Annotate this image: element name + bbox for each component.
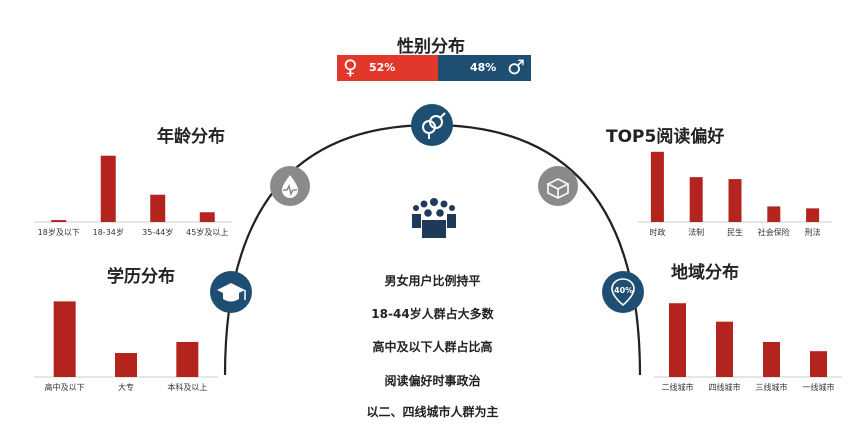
x-tick-label-0: 18岁及以下	[38, 227, 80, 237]
bar-3	[810, 351, 827, 377]
summary-line-1: 男女用户比例持平	[384, 274, 481, 288]
region-badge: 40%	[614, 286, 634, 295]
x-tick-label-0: 二线城市	[662, 382, 694, 392]
gender-bar: ♀ 52% 48% ♂	[337, 55, 531, 81]
x-tick-label-2: 35-44岁	[142, 227, 173, 237]
male-icon: ♂	[507, 55, 525, 79]
x-tick-label-2: 本科及以上	[167, 382, 207, 392]
female-segment: ♀ 52%	[337, 55, 438, 81]
age-chart: 18岁及以下 18-34岁 35-44岁 45岁及以上	[34, 155, 232, 237]
open-box-icon	[538, 166, 578, 206]
x-tick-label-3: 一线城市	[803, 382, 835, 392]
region-chart-title: 地域分布	[671, 263, 739, 283]
bar-3	[199, 212, 215, 222]
education-chart: 高中及以下 大专 本科及以上	[34, 301, 218, 392]
bar-2	[728, 179, 742, 222]
summary-line-2: 18-44岁人群占大多数	[371, 307, 494, 321]
summary-line-4: 阅读偏好时事政治	[384, 374, 481, 388]
x-tick-label-3: 45岁及以上	[186, 227, 228, 237]
bar-0	[53, 301, 76, 377]
gender-icon	[411, 104, 453, 146]
graduation-cap-icon	[210, 271, 252, 313]
bar-4	[806, 208, 820, 222]
people-group-icon	[412, 198, 456, 238]
bar-0	[669, 303, 686, 377]
male-percent: 48%	[470, 61, 497, 74]
female-icon: ♀	[343, 55, 358, 79]
x-tick-label-0: 高中及以下	[45, 382, 85, 392]
x-tick-label-1: 18-34岁	[93, 227, 124, 237]
x-tick-label-1: 四线城市	[709, 382, 741, 392]
x-tick-label-2: 民生	[727, 227, 743, 237]
heartbeat-icon	[270, 166, 310, 206]
x-tick-label-1: 大专	[118, 382, 134, 392]
region-chart: 二线城市 四线城市 三线城市 一线城市	[654, 303, 842, 392]
reading-chart-title: TOP5阅读偏好	[606, 127, 725, 147]
male-segment: 48% ♂	[438, 55, 531, 81]
bar-1	[115, 353, 137, 377]
x-tick-label-2: 三线城市	[756, 382, 788, 392]
location-pin-icon: 40%	[602, 271, 644, 313]
bar-2	[150, 194, 166, 222]
summary-line-3: 高中及以下人群占比高	[372, 340, 493, 354]
summary-line-5: 以二、四线城市人群为主	[366, 405, 499, 419]
bar-1	[100, 155, 116, 222]
bar-1	[689, 177, 703, 222]
bar-3	[767, 206, 781, 222]
bar-1	[716, 321, 733, 377]
bar-0	[650, 151, 664, 222]
education-chart-title: 学历分布	[107, 267, 175, 287]
gender-title: 性别分布	[397, 37, 465, 57]
x-tick-label-3: 社会保险	[758, 227, 790, 237]
x-tick-label-1: 法制	[688, 227, 704, 237]
x-tick-label-4: 刑法	[805, 227, 821, 237]
bar-0	[51, 220, 67, 222]
reading-chart: 时政 法制 民生 社会保险 刑法	[638, 151, 832, 237]
bar-2	[176, 341, 199, 377]
age-chart-title: 年龄分布	[157, 127, 225, 147]
x-tick-label-0: 时政	[649, 227, 665, 237]
female-percent: 52%	[369, 61, 396, 74]
bar-2	[763, 341, 780, 377]
